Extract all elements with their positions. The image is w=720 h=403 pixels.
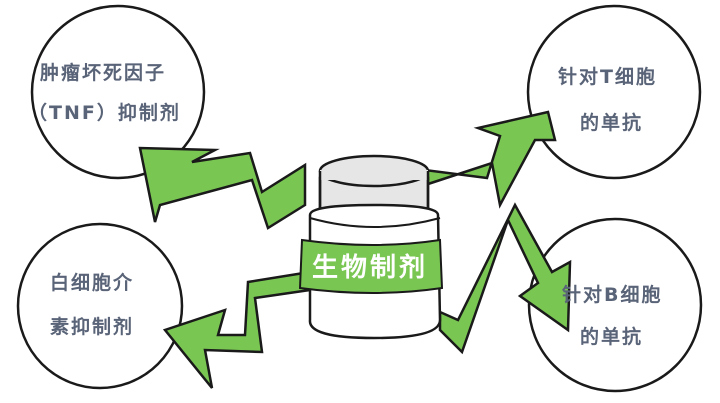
circle-tnf: [30, 4, 206, 180]
tcell-label-line1: 针对T细胞: [558, 66, 657, 88]
arrow-to-tnf: [138, 146, 307, 230]
tnf-label-line1: 肿瘤坏死因子: [40, 62, 167, 84]
arrow-to-il: [162, 270, 312, 389]
il-label-line2: 素抑制剂: [50, 316, 135, 338]
tcell-label-line2: 的单抗: [580, 112, 644, 134]
jar: [298, 154, 444, 340]
il-label-line1: 白细胞介: [50, 272, 135, 294]
circle-bcell: [527, 217, 703, 393]
bcell-label-line1: 针对B细胞: [562, 284, 663, 306]
circle-tcell: [526, 4, 702, 180]
tnf-label-line2: （TNF）抑制剂: [28, 102, 181, 124]
arrow-to-bcell: [438, 202, 572, 355]
arrow-to-tcell: [423, 110, 557, 209]
circle-il: [16, 222, 184, 390]
bcell-label-line2: 的单抗: [580, 326, 644, 348]
center-label: 生物制剂: [312, 253, 429, 283]
jar-label-band: [298, 238, 444, 294]
